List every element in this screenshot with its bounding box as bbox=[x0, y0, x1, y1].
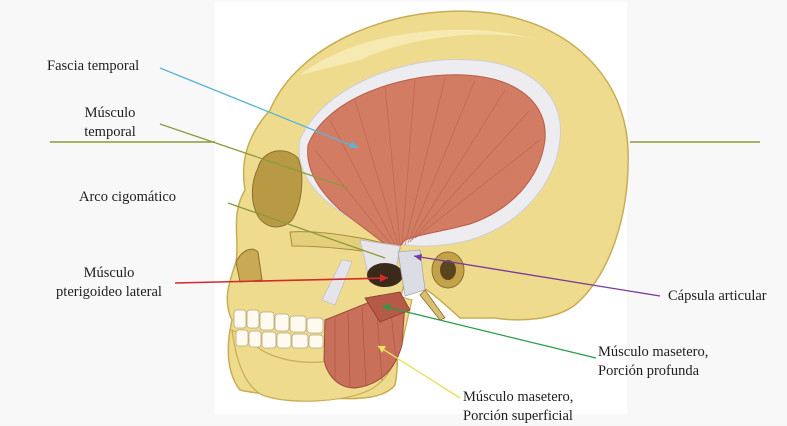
label-pterigoideo-lateral: Músculo pterigoideo lateral bbox=[44, 264, 174, 302]
label-fascia-temporal: Fascia temporal bbox=[47, 57, 139, 76]
label-capsula-articular: Cápsula articular bbox=[668, 287, 767, 306]
label-masetero-superficial-line1: Músculo masetero, bbox=[463, 388, 573, 407]
label-musculo-temporal-line1: Músculo bbox=[62, 104, 158, 123]
label-masetero-superficial-line2: Porción superficial bbox=[463, 407, 573, 426]
label-masetero-profunda-line2: Porción profunda bbox=[598, 362, 708, 381]
label-pterigoideo-line1: Músculo bbox=[44, 264, 174, 283]
label-arco-cigomatico: Arco cigomático bbox=[79, 188, 176, 207]
label-masetero-superficial: Músculo masetero, Porción superficial bbox=[463, 388, 573, 426]
label-fascia-temporal-text: Fascia temporal bbox=[47, 57, 139, 76]
label-arco-cigomatico-text: Arco cigomático bbox=[79, 188, 176, 207]
label-masetero-profunda-line1: Músculo masetero, bbox=[598, 343, 708, 362]
infratemporal-fossa bbox=[367, 263, 403, 287]
orbit bbox=[252, 151, 301, 227]
label-musculo-temporal-line2: temporal bbox=[62, 123, 158, 142]
label-masetero-profunda: Músculo masetero, Porción profunda bbox=[598, 343, 708, 381]
label-capsula-articular-text: Cápsula articular bbox=[668, 287, 767, 306]
label-musculo-temporal: Músculo temporal bbox=[62, 104, 158, 142]
label-pterigoideo-line2: pterigoideo lateral bbox=[44, 283, 174, 302]
